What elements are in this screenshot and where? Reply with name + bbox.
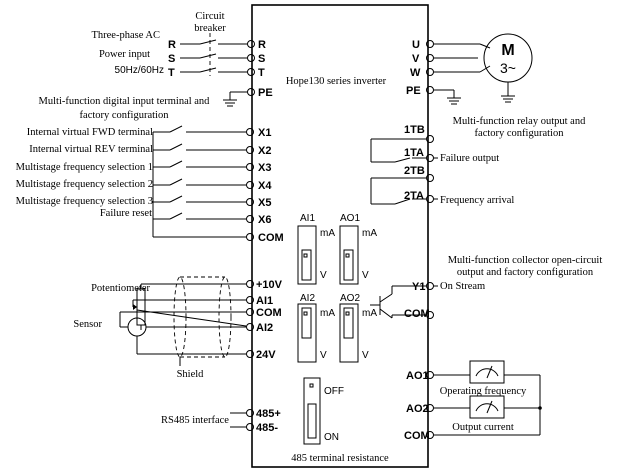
operating-frequency-label: Operating frequency bbox=[440, 386, 527, 397]
output-current-label: Output current bbox=[452, 422, 514, 433]
terminal-ao1: AO1 bbox=[406, 370, 429, 382]
switch-ai1-label: AI1 bbox=[300, 213, 315, 224]
switch-ai2-label: AI2 bbox=[300, 293, 315, 304]
terminal-ao2: AO2 bbox=[406, 403, 429, 415]
terminal-com-ao: COM bbox=[404, 430, 430, 442]
analog-inputs: Potentiometer Sensor Shield +10V AI1 COM bbox=[73, 276, 283, 380]
sensor-label: Sensor bbox=[73, 319, 102, 330]
input-r-label: R bbox=[168, 39, 176, 51]
terminal-1ta: 1TA bbox=[404, 147, 424, 159]
rs485-label: RS485 interface bbox=[161, 415, 229, 426]
terminal-x6: X6 bbox=[258, 214, 271, 226]
inverter-title: Hope130 series inverter bbox=[286, 76, 387, 87]
power-lines: R S T bbox=[168, 33, 247, 107]
collector-output: Y1 COM bbox=[370, 281, 438, 320]
switch-ao2-v: V bbox=[362, 350, 369, 361]
switch-ao1-v: V bbox=[362, 270, 369, 281]
relay-label-1: Multi-function relay output and bbox=[453, 116, 586, 127]
terminal-s: S bbox=[258, 53, 265, 65]
analog-outputs: AO1 AO2 COM bbox=[404, 360, 542, 442]
motor-3-label: 3~ bbox=[500, 60, 516, 76]
switch-485-on: ON bbox=[324, 432, 339, 443]
terminal-10v: +10V bbox=[256, 279, 283, 291]
relay-outputs: 1TB 1TA 2TB 2TA bbox=[370, 124, 438, 205]
terminal-y1: Y1 bbox=[412, 281, 425, 293]
digital-input-label-1: Multi-function digital input terminal an… bbox=[39, 96, 211, 107]
terminal-v: V bbox=[412, 53, 420, 65]
collector-label-1: Multi-function collector open-circuit bbox=[448, 255, 603, 266]
terminal-ai1: AI1 bbox=[256, 295, 273, 307]
terminal-485p: 485+ bbox=[256, 408, 281, 420]
circuit-breaker-label-2: breaker bbox=[194, 23, 226, 34]
motor-terminals: U V W PE bbox=[406, 39, 515, 105]
digital-input-label-2: factory configuration bbox=[80, 110, 170, 121]
collector-label-2: output and factory configuration bbox=[457, 267, 594, 278]
terminal-1tb: 1TB bbox=[404, 124, 425, 136]
terminal-ai2: AI2 bbox=[256, 322, 273, 334]
three-phase-label: Three-phase AC bbox=[91, 30, 160, 41]
on-stream-label: On Stream bbox=[440, 281, 485, 292]
terminal-x3: X3 bbox=[258, 162, 271, 174]
terminal-x2: X2 bbox=[258, 145, 271, 157]
switch-ao1-label: AO1 bbox=[340, 213, 360, 224]
terminal-t: T bbox=[258, 67, 265, 79]
x2-desc: Internal virtual REV terminal bbox=[29, 144, 153, 155]
terminal-24v: 24V bbox=[256, 349, 276, 361]
terminal-2tb: 2TB bbox=[404, 165, 425, 177]
switch-485-off: OFF bbox=[324, 386, 344, 397]
motor-icon: M 3~ bbox=[483, 33, 533, 83]
rs485: RS485 interface 485+ 485- bbox=[161, 408, 281, 434]
terminal-pe: PE bbox=[258, 87, 273, 99]
terminal-x4: X4 bbox=[258, 180, 272, 192]
x3-desc: Multistage frequency selection 1 bbox=[16, 162, 153, 173]
terminal-com-analog: COM bbox=[256, 307, 282, 319]
terminal-u: U bbox=[412, 39, 420, 51]
switch-ai1-v: V bbox=[320, 270, 327, 281]
motor-m-label: M bbox=[501, 42, 514, 59]
switch-ai2-v: V bbox=[320, 350, 327, 361]
switch-ao2-ma: mA bbox=[362, 308, 377, 319]
switch-ao2-label: AO2 bbox=[340, 293, 360, 304]
terminal-resistance-label: 485 terminal resistance bbox=[291, 453, 389, 464]
failure-output-label: Failure output bbox=[440, 153, 499, 164]
terminal-485n: 485- bbox=[256, 422, 278, 434]
switch-ai2-ma: mA bbox=[320, 308, 335, 319]
terminal-w: W bbox=[410, 67, 421, 79]
switch-ao1-ma: mA bbox=[362, 228, 377, 239]
input-s-label: S bbox=[168, 53, 175, 65]
shield-label: Shield bbox=[177, 369, 205, 380]
circuit-breaker-label-1: Circuit bbox=[195, 11, 224, 22]
terminal-com-digital: COM bbox=[258, 232, 284, 244]
potentiometer-label: Potentiometer bbox=[91, 283, 150, 294]
switch-ai1-ma: mA bbox=[320, 228, 335, 239]
top-terminals: R S T PE bbox=[247, 39, 273, 99]
x5-desc: Multistage frequency selection 3 bbox=[16, 196, 153, 207]
terminal-x5: X5 bbox=[258, 197, 271, 209]
x6-desc: Failure reset bbox=[100, 208, 152, 219]
power-input-label: Power input bbox=[99, 49, 150, 60]
relay-label-2: factory configuration bbox=[475, 128, 565, 139]
input-t-label: T bbox=[168, 67, 175, 79]
dip-switches: AI1 AO1 mA V mA V AI2 AO2 mA V mA V OFF … bbox=[297, 213, 377, 445]
inverter-box bbox=[251, 4, 429, 468]
terminal-r: R bbox=[258, 39, 266, 51]
terminal-pe-out: PE bbox=[406, 85, 421, 97]
terminal-x1: X1 bbox=[258, 127, 271, 139]
terminal-com-y1: COM bbox=[404, 308, 430, 320]
x4-desc: Multistage frequency selection 2 bbox=[16, 179, 153, 190]
freq-label: 50Hz/60Hz bbox=[115, 65, 164, 76]
frequency-arrival-label: Frequency arrival bbox=[440, 195, 514, 206]
x1-desc: Internal virtual FWD terminal bbox=[27, 127, 153, 138]
digital-inputs: Internal virtual FWD terminal X1 Interna… bbox=[16, 125, 284, 244]
